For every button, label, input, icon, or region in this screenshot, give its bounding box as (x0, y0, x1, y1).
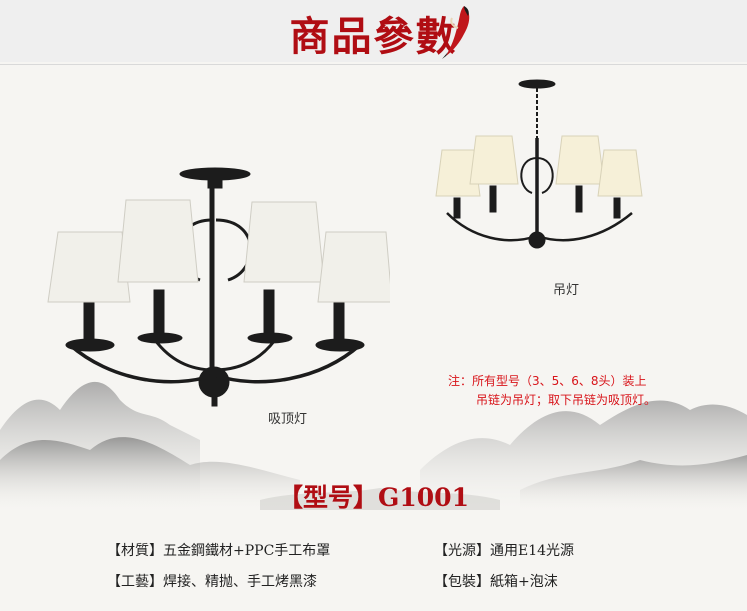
spec-value: 五金鋼鐵材+PPC手工布罩 (163, 543, 331, 559)
hanging-lamp-caption: 吊灯 (553, 283, 580, 298)
spec-label: 【光源】 (434, 543, 490, 559)
spec-value: 焊接、精抛、手工烤黑漆 (163, 574, 317, 590)
header-divider (0, 64, 747, 65)
spec-label: 【包裝】 (434, 574, 490, 590)
spec-value: 紙箱+泡沫 (490, 574, 558, 590)
page-title: 商品參數 (289, 13, 458, 60)
ceiling-lamp-caption: 吸顶灯 (268, 412, 308, 427)
header-bar (0, 0, 747, 62)
koi-fish-icon (442, 6, 470, 59)
model-number: 【型号】G1001 (278, 483, 469, 512)
spec-light-source: 【光源】通用E14光源 (434, 540, 574, 560)
spec-craft: 【工藝】焊接、精抛、手工烤黑漆 (107, 571, 317, 591)
note-line-2: 吊链为吊灯；取下吊链为吸顶灯。 (476, 393, 657, 407)
ceiling-lamp-image (47, 167, 390, 407)
note-line-1: 注：所有型号（3、5、6、8头）装上 (448, 374, 647, 388)
lamp-conversion-note: 注：所有型号（3、5、6、8头）装上 吊链为吊灯；取下吊链为吸顶灯。 (448, 372, 656, 410)
spec-label: 【工藝】 (107, 574, 163, 590)
ink-mountain-landscape (0, 381, 747, 510)
spec-value: 通用E14光源 (490, 543, 575, 559)
spec-packaging: 【包裝】紙箱+泡沫 (434, 571, 558, 591)
spec-material: 【材質】五金鋼鐵材+PPC手工布罩 (107, 540, 330, 560)
hanging-lamp-image (435, 79, 643, 249)
spec-label: 【材質】 (107, 543, 163, 559)
